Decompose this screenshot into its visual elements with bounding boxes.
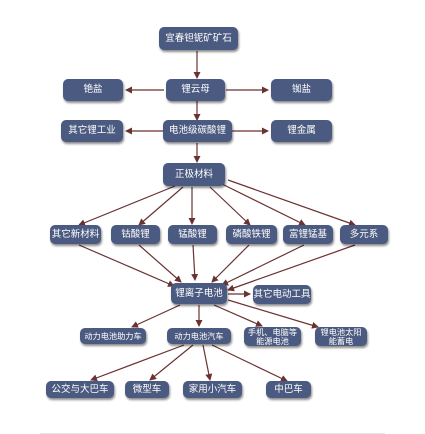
node-other-lithium-industry: 其它锂工业 xyxy=(61,120,123,142)
edge-lmo-to-battery xyxy=(191,244,199,281)
node-cathode-material: 正极材料 xyxy=(163,163,225,186)
node-ore: 宜春钽铌矿矿石 xyxy=(159,27,238,50)
node-lithium-cobalt-oxide: 钴酸锂 xyxy=(111,225,160,244)
edge-cathode-to-lmr xyxy=(221,183,306,226)
node-ev-car: 动力电池汽车 xyxy=(167,328,231,344)
node-lithium-solar-storage: 锂电池太阳能蓄电 xyxy=(315,327,367,346)
node-ev-assist-vehicle: 动力电池助力车 xyxy=(80,328,146,344)
node-other-new-material: 其它新材料 xyxy=(50,225,101,244)
edge-cathode-to-lfp xyxy=(209,186,251,226)
edge-ev-car-to-bus xyxy=(90,344,185,382)
node-minibus: 中巴车 xyxy=(266,381,311,398)
edge-lfp-to-battery xyxy=(211,244,250,283)
edge-ternary-to-battery xyxy=(227,244,356,292)
edge-cathode-to-lco xyxy=(138,186,184,226)
node-lithium-iron-phosphate: 磷酸铁锂 xyxy=(226,225,277,244)
node-lithium-manganese-rich: 富锂锰基 xyxy=(283,225,333,244)
node-rubidium-salt: 铷盐 xyxy=(271,79,332,101)
edge-battery-to-solar-storage xyxy=(227,299,319,329)
node-ternary: 多元系 xyxy=(340,225,388,244)
edge-battery-to-phone-pc xyxy=(213,304,263,327)
edge-cathode-to-other-new-material xyxy=(78,185,176,226)
node-micro-car: 微型车 xyxy=(125,381,169,398)
edge-lmr-to-battery xyxy=(221,244,305,286)
edge-lco-to-battery xyxy=(138,244,182,283)
node-battery-lithium-carbonate: 电池级碳酸锂 xyxy=(163,120,232,142)
edge-ev-car-to-micro-car xyxy=(149,344,194,381)
node-lithium-metal: 锂金属 xyxy=(271,120,332,142)
edge-cathode-to-ternary xyxy=(227,179,356,227)
node-lithium-manganate: 锰酸锂 xyxy=(168,225,217,244)
edge-ev-car-to-minibus xyxy=(211,344,288,382)
node-bus-coach: 公交与大巴车 xyxy=(46,381,114,398)
node-lepidolite: 锂云母 xyxy=(166,79,225,101)
edge-ev-car-to-family-car xyxy=(202,344,213,381)
node-other-power-tools: 其它电动工具 xyxy=(253,285,311,304)
edge-other-new-material-to-battery xyxy=(78,244,175,287)
node-family-car: 家用小汽车 xyxy=(183,381,242,398)
node-cesium-salt: 铯盐 xyxy=(63,79,123,101)
node-lithium-ion-battery: 锂离子电池 xyxy=(171,283,227,304)
edge-battery-to-ev-assist xyxy=(131,304,181,328)
node-phone-pc-storage: 手机、电脑等能源电池 xyxy=(244,327,301,346)
